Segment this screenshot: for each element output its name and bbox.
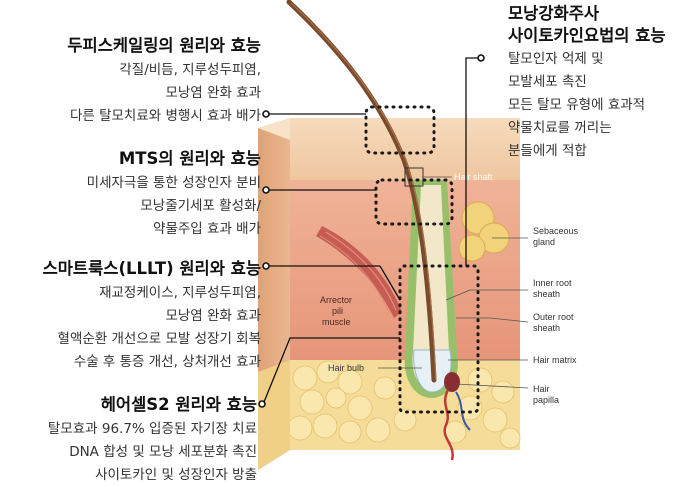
arrector-pili-muscle	[316, 226, 402, 318]
hairsel-line: 탈모효과 96.7% 입증된 자기장 치료	[47, 421, 257, 437]
hair-papilla	[444, 372, 460, 392]
block-mts: MTS의 원리와 효능 미세자극을 통한 성장인자 분비 모낭줄기세포 활성화/…	[0, 148, 261, 241]
block-scaling: 두피스케일링의 원리와 효능 각질/비듬, 지루성두피염, 모낭염 완화 효과 …	[0, 35, 261, 128]
injection-line: 모발세포 촉진	[508, 74, 587, 90]
scaling-title: 두피스케일링의 원리와 효능	[67, 36, 261, 55]
hair-follicle	[404, 180, 471, 461]
label-hair-matrix: Hair matrix	[533, 355, 577, 365]
connector-dots	[258, 54, 485, 408]
fat-cells	[287, 360, 521, 449]
smartrux-line: 재교정케이스, 지루성두피염,	[99, 285, 261, 301]
block-smartrux: 스마트룩스(LLLT) 원리와 효능 재교정케이스, 지루성두피염, 모낭염 완…	[0, 258, 261, 374]
smartrux-line: 혈액순환 개선으로 모발 성장기 회복	[57, 331, 261, 347]
smartrux-line: 수술 후 통증 개선, 상처개선 효과	[73, 354, 261, 370]
treatment-boxes	[364, 105, 480, 414]
injection-line: 분들에게 적합	[508, 143, 587, 159]
mts-title: MTS의 원리와 효능	[118, 149, 261, 168]
box-scaling	[364, 105, 436, 155]
smartrux-title: 스마트룩스(LLLT) 원리와 효능	[42, 259, 261, 278]
side-fat	[258, 360, 290, 470]
block-injection: 모낭강화주사 사이토카인요법의 효능 탈모인자 억제 및 모발세포 촉진 모든 …	[508, 3, 695, 163]
injection-title-line2: 사이토카인요법의 효능	[508, 26, 666, 45]
connectors	[263, 57, 478, 403]
scaling-line: 각질/비듬, 지루성두피염,	[119, 62, 261, 78]
injection-line: 탈모인자 억제 및	[508, 51, 604, 67]
scaling-line: 모낭염 완화 효과	[165, 85, 261, 101]
label-hair-shaft: Hair shaft	[454, 172, 493, 182]
injection-title-line1: 모낭강화주사	[508, 4, 600, 23]
smartrux-line: 모낭염 완화 효과	[165, 308, 261, 324]
hairsel-line: DNA 합성 및 모낭 세포분화 촉진	[69, 444, 257, 460]
hair-shaft	[286, 0, 437, 383]
mts-line: 미세자극을 통한 성장인자 분비	[86, 175, 261, 191]
mts-line: 모낭줄기세포 활성화/	[140, 198, 261, 214]
scaling-line: 다른 탈모치료와 병행시 효과 배가	[69, 108, 261, 124]
box-follicle	[398, 264, 480, 414]
injection-line: 약물치료를 꺼리는	[508, 120, 612, 136]
injection-line: 모든 탈모 유형에 효과적	[508, 97, 646, 113]
blood-vessel	[443, 389, 454, 461]
hairsel-title: 헤어셀S2 원리와 효능	[100, 395, 257, 414]
anatomy-leaders	[378, 176, 529, 389]
mts-line: 약물주입 효과 배가	[153, 221, 261, 237]
box-mts	[374, 178, 454, 226]
label-hair-bulb: Hair bulb	[328, 363, 364, 373]
hairsel-line: 사이토카인 및 성장인자 방출	[95, 467, 257, 483]
block-hairsel: 헤어셀S2 원리와 효능 탈모효과 96.7% 입증된 자기장 치료 DNA 합…	[0, 394, 257, 487]
